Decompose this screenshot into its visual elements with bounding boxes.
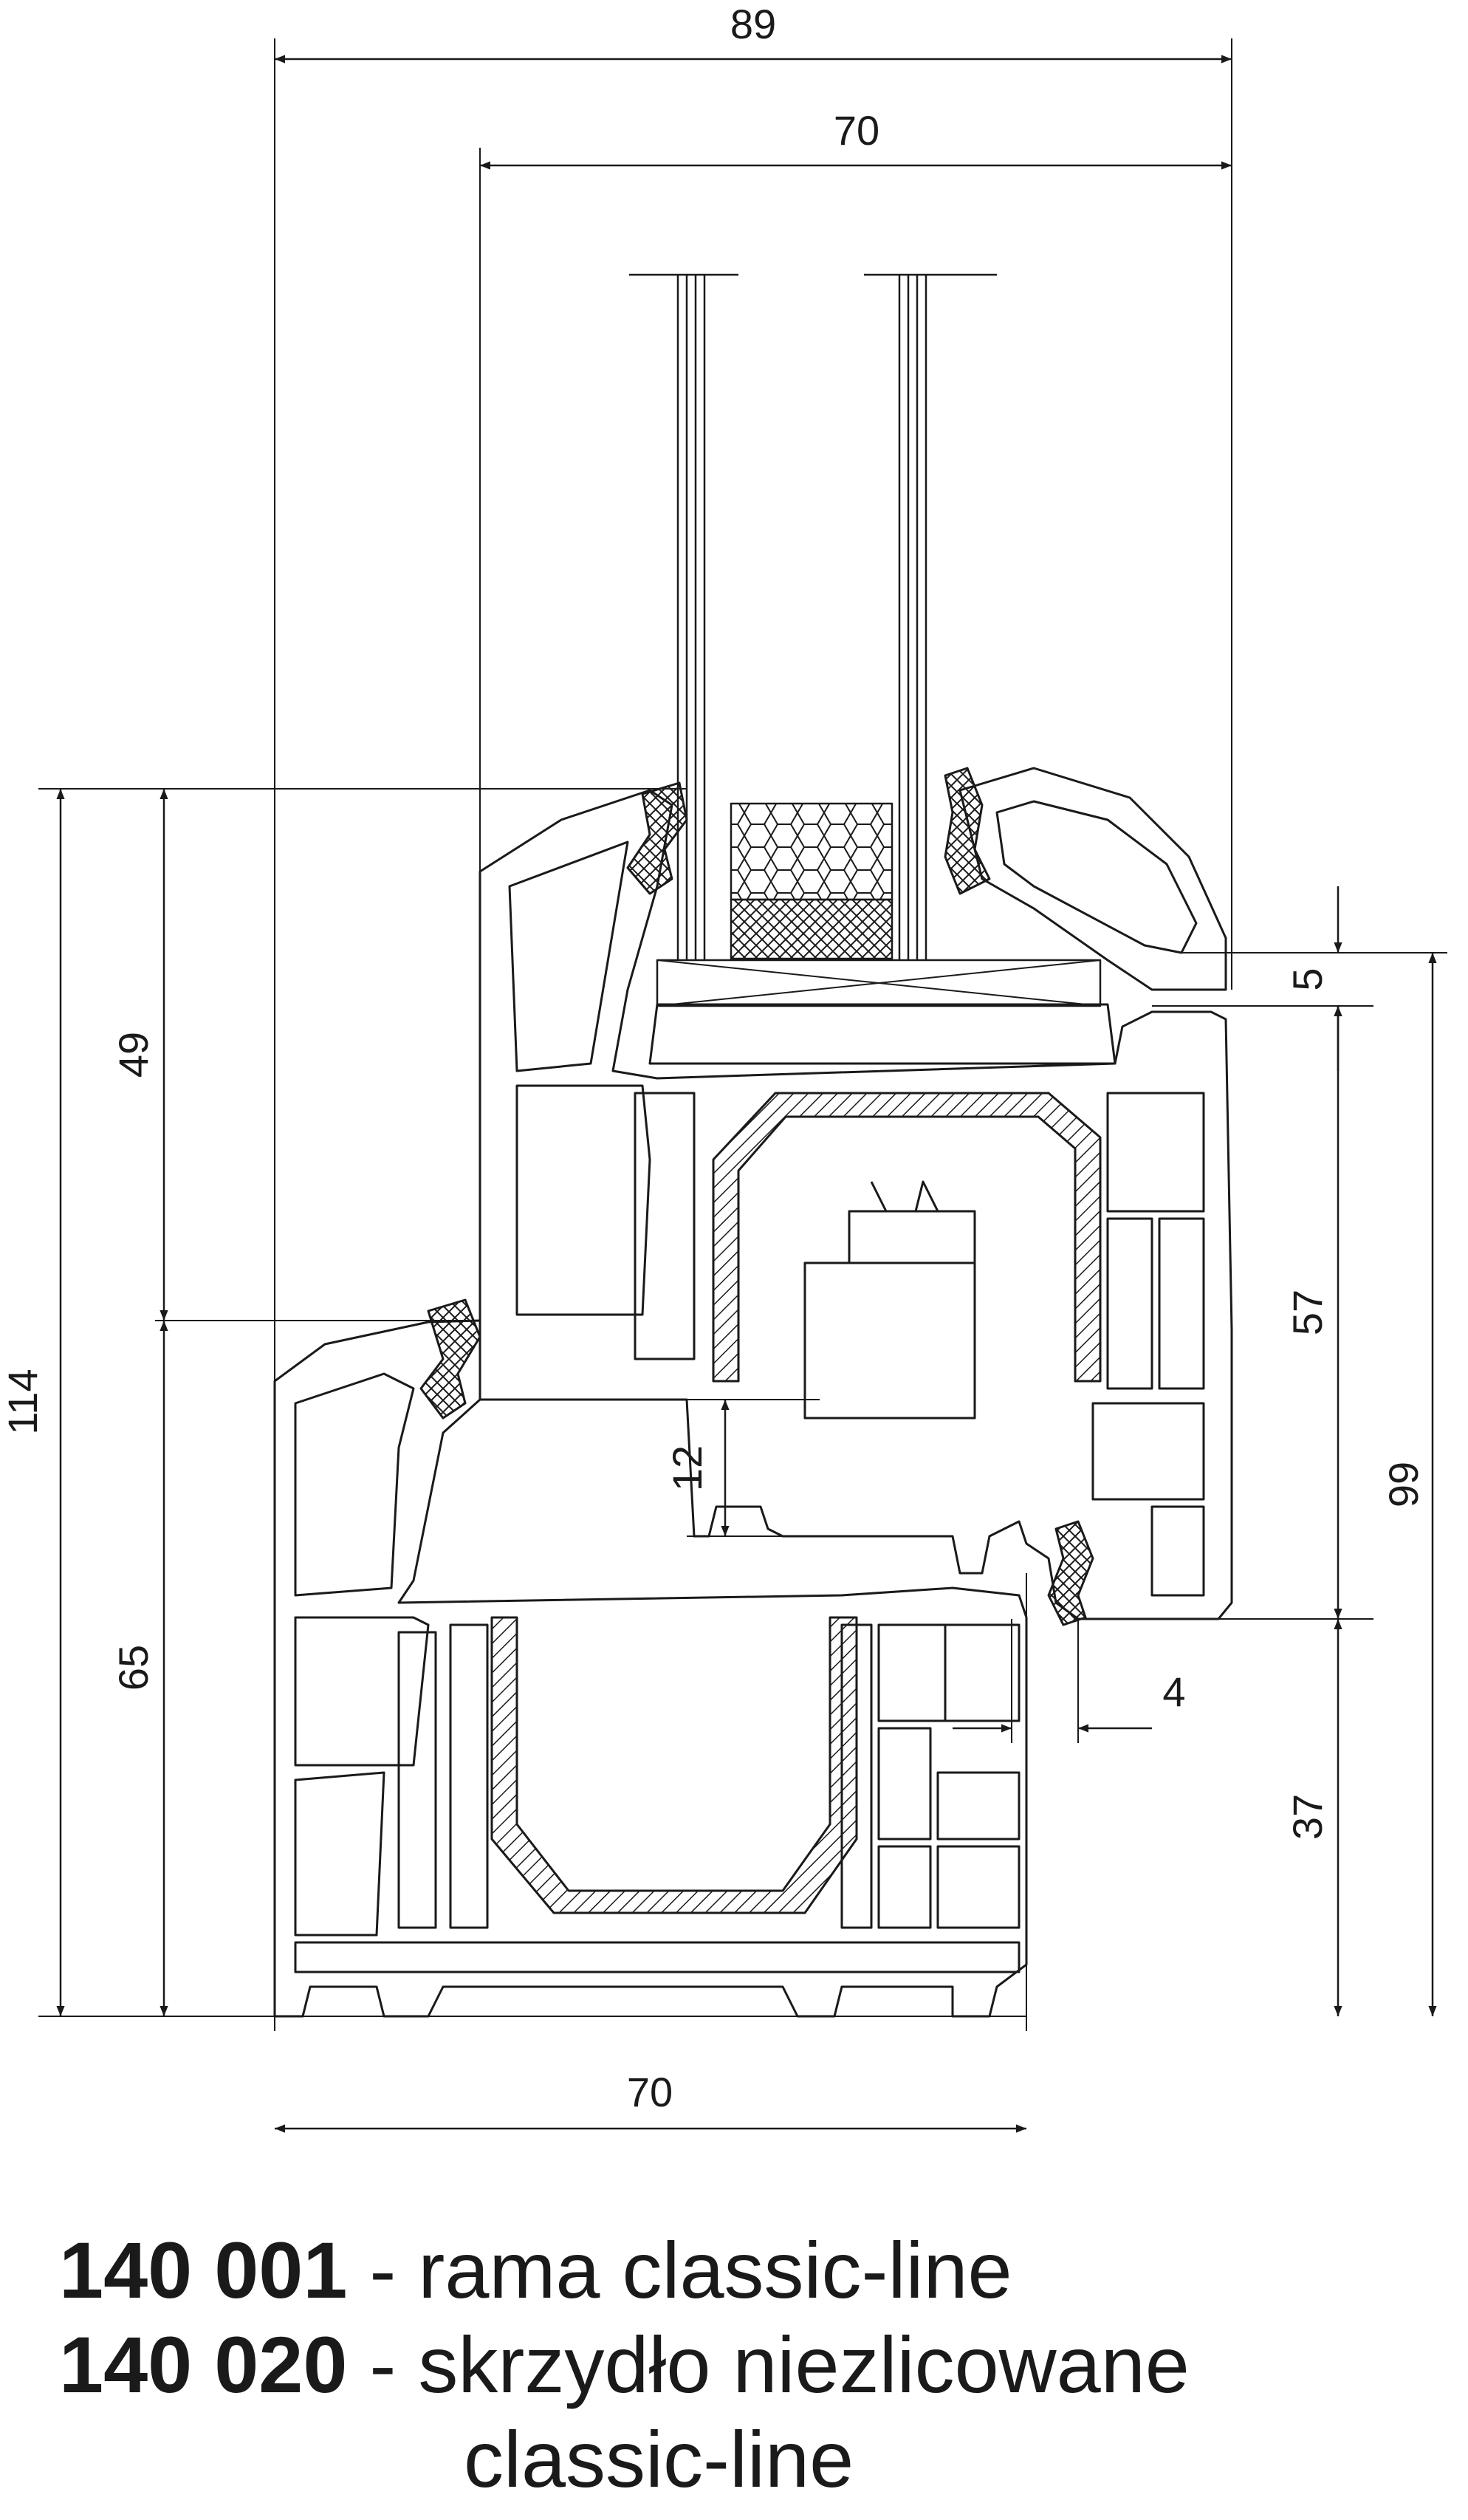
caption-line-2: 140 020 - skrzydło niezlicowane	[59, 2325, 1190, 2405]
gasket-frame-outer	[419, 1298, 481, 1420]
dim-label-left-lower: 65	[110, 1645, 157, 1691]
extension-lines	[38, 38, 1447, 2031]
dimension-lines	[56, 55, 1437, 2133]
dim-label-left-total: 114	[0, 1369, 46, 1434]
gasket-frame-inner	[1047, 1520, 1094, 1626]
frame-steel-reinforcement	[490, 1616, 858, 1914]
dim-label-bottom-frame: 70	[627, 2069, 673, 2115]
frame-profile	[273, 1319, 1028, 2018]
dim-label-right-middle: 57	[1284, 1290, 1331, 1335]
dimension-labels: 89 70 114 49 65 5 57 99 37 12 4 70	[0, 1, 1427, 2115]
caption-text-frame: - rama classic-line	[347, 2225, 1012, 2315]
dim-label-right-small: 5	[1284, 968, 1331, 990]
spacer-bar	[730, 802, 894, 901]
sash-profile	[479, 767, 1233, 1620]
caption-line-1: 140 001 - rama classic-line	[59, 2230, 1012, 2310]
gasket-sash-outer	[626, 781, 688, 895]
dim-label-right-total: 99	[1380, 1462, 1427, 1507]
dim-label-top-sash: 70	[834, 107, 879, 154]
caption-text-sash: - skrzydło niezlicowane	[347, 2320, 1190, 2409]
glazing-unit	[629, 273, 1102, 1007]
glazing-block	[656, 959, 1102, 1007]
sash-steel-reinforcement	[712, 1092, 1102, 1383]
caption-continuation: classic-line	[464, 2414, 854, 2504]
glazing-bead	[958, 767, 1227, 991]
caption-code-sash: 140 020	[59, 2320, 348, 2409]
gasket-sash-inner	[944, 767, 991, 895]
gaskets	[419, 767, 1094, 1626]
caption-code-frame: 140 001	[59, 2225, 348, 2315]
window-profile-section-drawing: 89 70 114 49 65 5 57 99 37 12 4 70	[0, 1, 1447, 2133]
dim-label-left-upper: 49	[110, 1032, 157, 1078]
caption-line-3: classic-line	[464, 2420, 854, 2499]
dim-label-top-overall: 89	[730, 1, 776, 47]
dim-label-inner-vertical: 12	[664, 1445, 710, 1491]
spacer-sealant	[730, 898, 894, 960]
dim-label-inner-horizontal: 4	[1162, 1668, 1185, 1715]
dim-label-right-lower: 37	[1284, 1794, 1331, 1840]
